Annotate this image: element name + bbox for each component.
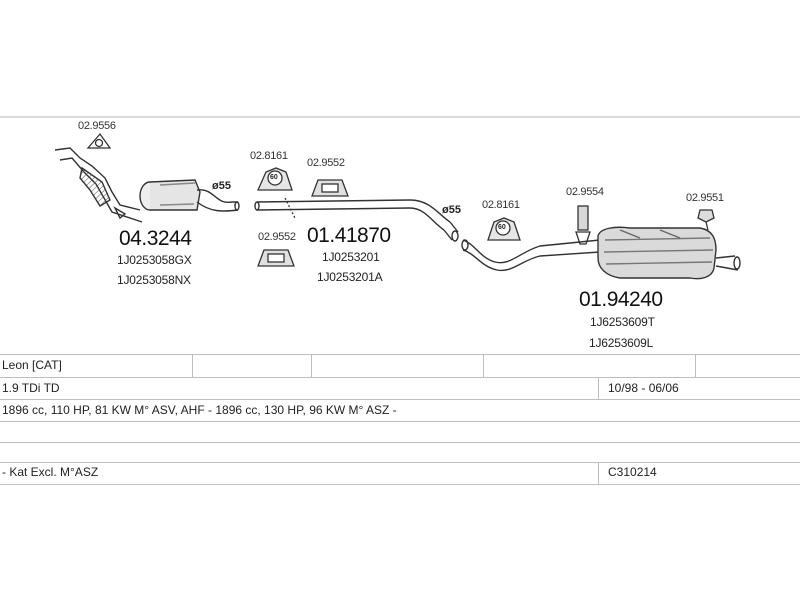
gasket-drawing bbox=[86, 132, 112, 149]
vehicle-years: 10/98 - 06/06 bbox=[608, 381, 679, 395]
middle-box-number: 01.41870 bbox=[307, 224, 391, 247]
middle-box-oem-2: 1J0253201A bbox=[317, 270, 383, 284]
table-divider bbox=[311, 354, 312, 377]
mount-a-drawing bbox=[311, 179, 349, 197]
table-rule bbox=[0, 354, 800, 355]
middle-diameter: ø55 bbox=[442, 204, 461, 216]
rear-box-number: 01.94240 bbox=[579, 288, 663, 311]
middle-pipe-drawing bbox=[254, 199, 459, 242]
front-pipe-oem-1: 1J0253058GX bbox=[117, 253, 192, 267]
front-pipe-number: 04.3244 bbox=[119, 227, 192, 250]
table-rule bbox=[0, 377, 800, 378]
table-divider bbox=[192, 354, 193, 377]
table-rule bbox=[0, 421, 800, 422]
front-diameter: ø55 bbox=[212, 180, 231, 192]
table-divider bbox=[695, 354, 696, 377]
clamp-a-size: 60 bbox=[270, 174, 278, 181]
clamp-b-size: 60 bbox=[498, 224, 506, 231]
front-pipe-oem-2: 1J0253058NX bbox=[117, 273, 191, 287]
bracket-ref: 02.9551 bbox=[686, 192, 724, 204]
table-rule bbox=[0, 484, 800, 485]
bracket-drawing bbox=[697, 209, 715, 231]
clamp-a-ref: 02.8161 bbox=[250, 150, 288, 162]
middle-box-oem-1: 1J0253201 bbox=[322, 250, 380, 264]
rear-pipe-drawing bbox=[461, 226, 741, 280]
rear-box-oem-1: 1J6253609T bbox=[590, 315, 655, 329]
mount-b-ref: 02.9552 bbox=[258, 231, 296, 243]
front-pipe-drawing bbox=[54, 147, 240, 223]
vehicle-engine: 1.9 TDi TD bbox=[2, 381, 60, 395]
clamp-b-ref: 02.8161 bbox=[482, 199, 520, 211]
vehicle-spec: 1896 cc, 110 HP, 81 KW M° ASV, AHF - 189… bbox=[2, 403, 397, 417]
table-rule bbox=[0, 462, 800, 463]
table-divider bbox=[598, 377, 599, 399]
hanger-ref: 02.9554 bbox=[566, 186, 604, 198]
mount-a-ref: 02.9552 bbox=[307, 157, 345, 169]
hanger-drawing bbox=[575, 205, 591, 245]
mount-b-drawing bbox=[257, 249, 295, 267]
vehicle-code: C310214 bbox=[608, 465, 657, 479]
vehicle-model: Leon [CAT] bbox=[2, 358, 62, 372]
clamp-a-drawing bbox=[256, 167, 296, 219]
clamp-b-drawing bbox=[487, 217, 521, 241]
table-rule bbox=[0, 399, 800, 400]
table-divider bbox=[598, 462, 599, 484]
rear-box-oem-2: 1J6253609L bbox=[589, 336, 654, 350]
table-divider bbox=[483, 354, 484, 377]
gasket-ref: 02.9556 bbox=[78, 120, 116, 132]
vehicle-note: - Kat Excl. M°ASZ bbox=[2, 465, 99, 479]
table-rule bbox=[0, 442, 800, 443]
